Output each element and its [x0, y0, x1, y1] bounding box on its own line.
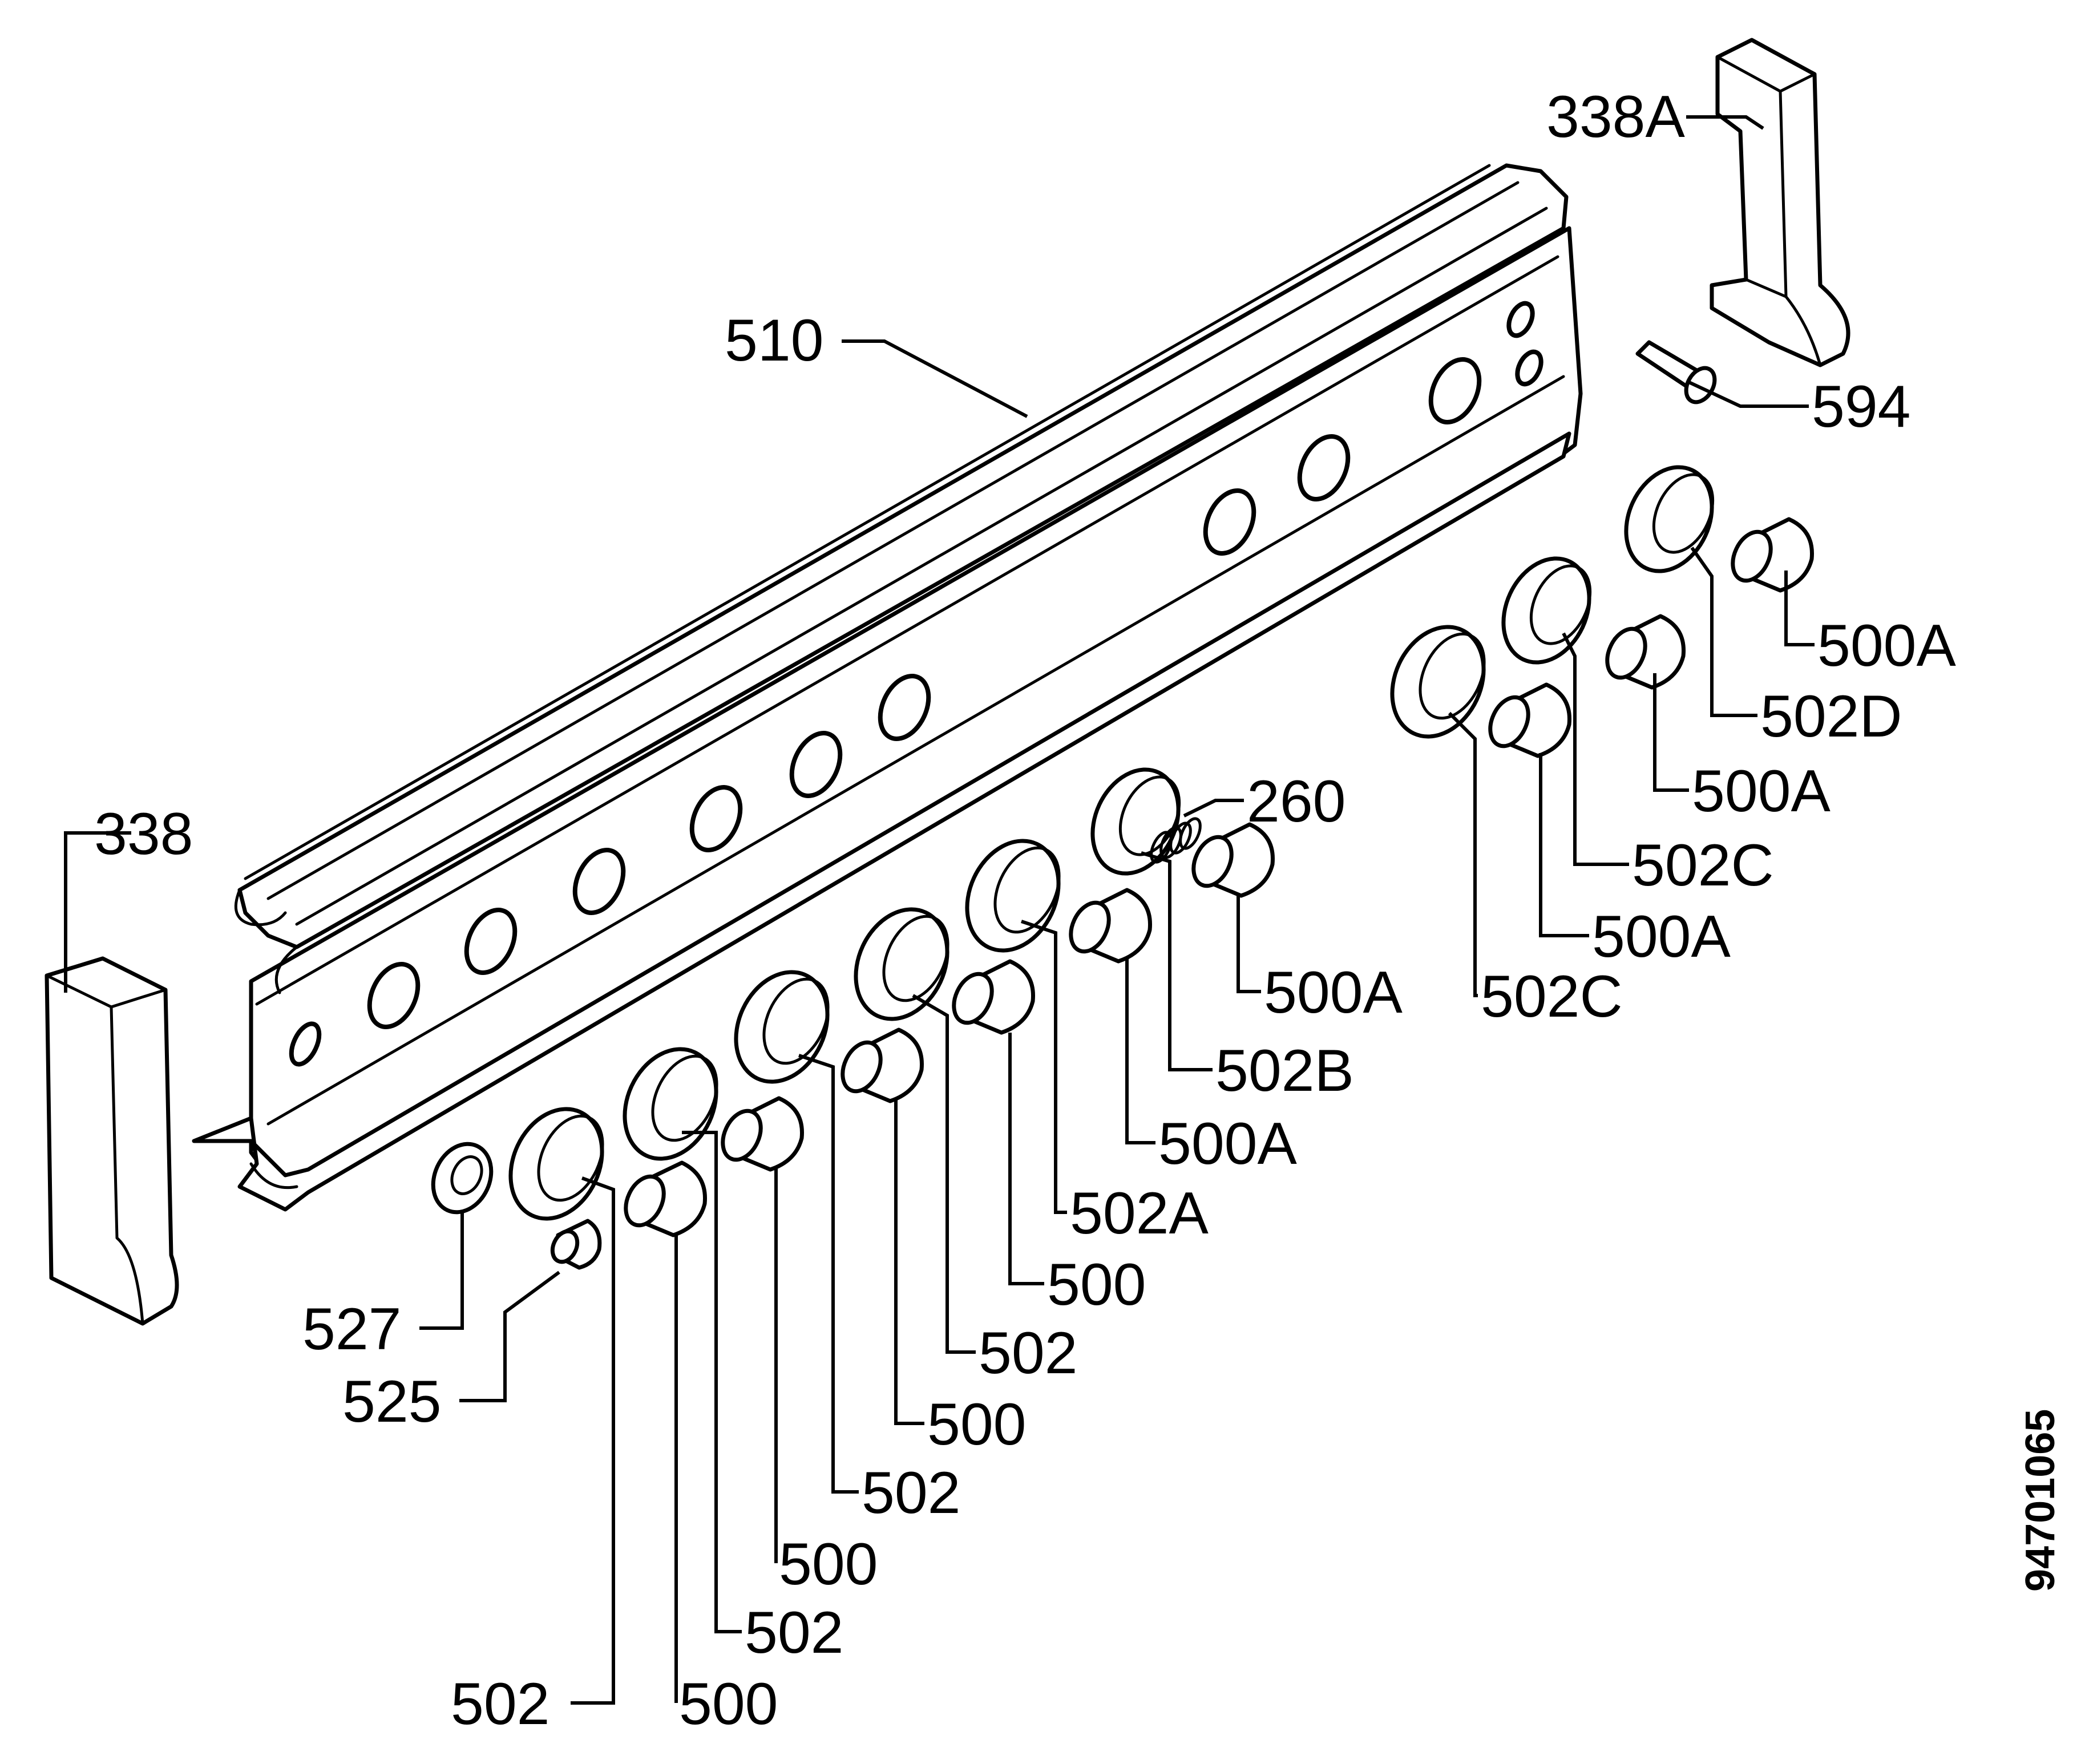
- label-500a-2: 500A: [1692, 758, 1831, 824]
- label-502b: 502B: [1215, 1038, 1354, 1104]
- label-502a: 502A: [1070, 1180, 1209, 1247]
- control-knobs: [624, 517, 1814, 1237]
- screw-594: [1635, 340, 1717, 404]
- left-end-cap-338: [45, 956, 179, 1326]
- label-500-4: 500: [679, 1671, 778, 1737]
- bezel-502-3: [734, 970, 830, 1084]
- label-500a-1: 500A: [1817, 613, 1957, 679]
- right-end-bracket-338a: [1710, 38, 1850, 367]
- bezel-502a: [965, 839, 1061, 953]
- label-594: 594: [1812, 374, 1911, 440]
- label-500a-4: 500A: [1264, 960, 1403, 1026]
- label-502c-2: 502C: [1481, 964, 1623, 1030]
- label-502-2: 502: [862, 1460, 961, 1526]
- knob-500-1: [624, 1160, 707, 1237]
- label-500-3: 500: [779, 1531, 878, 1597]
- label-500a-3: 500A: [1592, 904, 1731, 970]
- bezel-502-4: [854, 907, 949, 1021]
- label-260: 260: [1247, 768, 1346, 835]
- document-number: 94701065: [2018, 1409, 2063, 1592]
- control-panel-rail-510: [192, 163, 1583, 1212]
- bezel-502-1: [508, 1107, 604, 1221]
- label-338: 338: [94, 801, 193, 867]
- knob-500a-3: [1488, 682, 1571, 758]
- nut-527: [431, 1142, 494, 1215]
- knob-500a-2: [1605, 614, 1686, 690]
- label-502-4: 502: [451, 1671, 550, 1737]
- leader-lines: [64, 115, 1815, 1705]
- label-500a-5: 500A: [1158, 1111, 1298, 1177]
- label-500-2: 500: [927, 1391, 1027, 1458]
- knob-500-2: [721, 1096, 804, 1172]
- label-527: 527: [302, 1296, 402, 1362]
- bezel-502d: [1624, 465, 1715, 573]
- bezel-502c-2: [1501, 556, 1592, 665]
- knob-500a-1: [1731, 517, 1814, 593]
- label-502c-1: 502C: [1632, 832, 1774, 899]
- label-500-1: 500: [1047, 1252, 1146, 1318]
- label-338a: 338A: [1546, 84, 1686, 150]
- knob-500-3: [841, 1027, 924, 1103]
- knob-500a-4: [1191, 822, 1275, 898]
- label-502d: 502D: [1760, 683, 1902, 750]
- bezel-502b: [1090, 767, 1181, 876]
- label-525: 525: [342, 1369, 442, 1435]
- label-502-1: 502: [979, 1320, 1078, 1386]
- callout-labels: 338A 510 594 338 260 500A 502D 500A 502C…: [94, 84, 1957, 1737]
- label-502-3: 502: [745, 1600, 844, 1666]
- knob-500-4: [952, 959, 1035, 1035]
- knob-500a-5: [1069, 888, 1152, 964]
- bezel-rings: [508, 465, 1715, 1221]
- bezel-502c-1: [1390, 625, 1486, 739]
- spring-260: [1150, 817, 1202, 864]
- cap-525: [550, 1219, 602, 1270]
- label-510: 510: [725, 308, 824, 374]
